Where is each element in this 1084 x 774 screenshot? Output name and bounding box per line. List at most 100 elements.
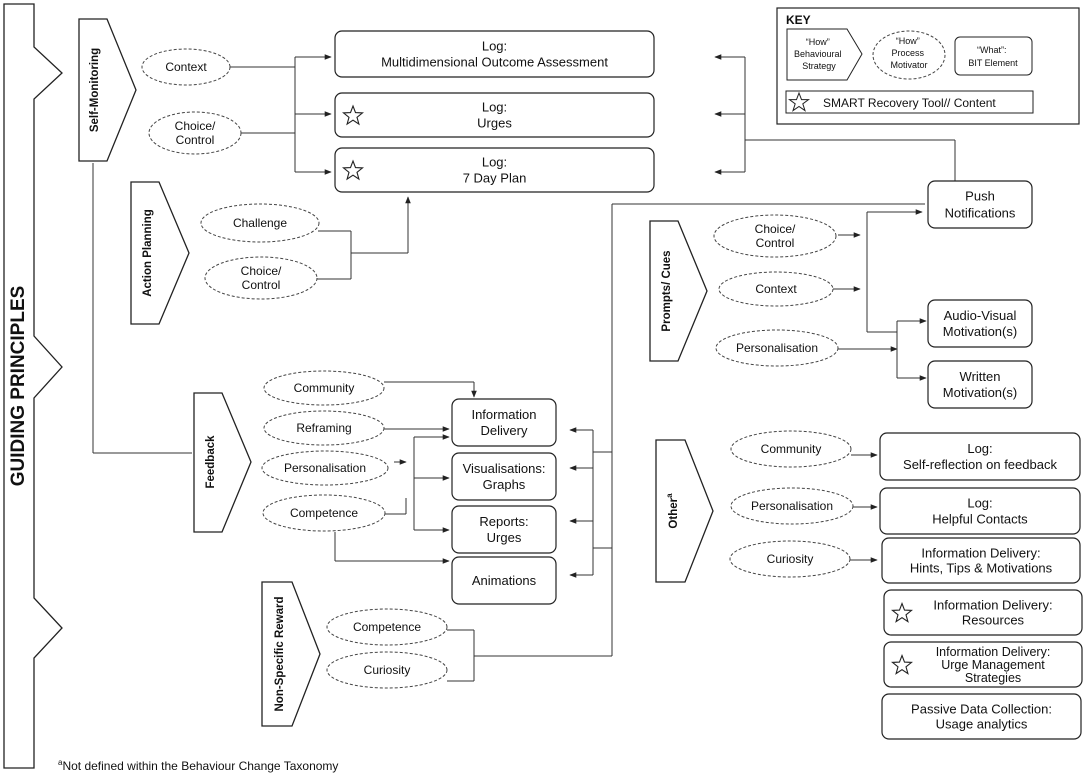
motivator-nsr-competence: Competence: [326, 608, 448, 646]
element-hints: Information Delivery:Hints, Tips & Motiv…: [881, 537, 1081, 584]
svg-text:SMART Recovery Tool// Content: SMART Recovery Tool// Content: [823, 96, 996, 110]
svg-text:Prompts/ Cues: Prompts/ Cues: [661, 250, 673, 331]
svg-text:Othera: Othera: [665, 493, 680, 529]
svg-text:Feedback: Feedback: [205, 435, 217, 489]
other-superscript: a: [665, 493, 674, 498]
svg-text:Information Delivery:Resources: Information Delivery:Resources: [933, 598, 1052, 628]
svg-text:Log:Self-reflection on feedbac: Log:Self-reflection on feedback: [903, 441, 1057, 472]
element-log-multi: Log:Multidimensional Outcome Assessment: [334, 30, 655, 78]
svg-text:Community: Community: [761, 442, 822, 456]
element-self-reflection: Log:Self-reflection on feedback: [879, 432, 1081, 481]
star-icon: [342, 159, 364, 181]
element-helpful-contacts: Log:Helpful Contacts: [879, 487, 1081, 535]
svg-text:“What”: BIT Element: “What”: BIT Element: [968, 45, 1018, 68]
star-icon: [891, 653, 913, 675]
svg-text:Challenge: Challenge: [233, 216, 287, 230]
motivator-pc-context: Context: [718, 271, 834, 307]
svg-text:Passive Data Collection:Usage: Passive Data Collection:Usage analytics: [911, 702, 1052, 732]
motivator-fb-competence: Competence: [262, 494, 386, 532]
element-log-7day: Log:7 Day Plan: [334, 147, 655, 193]
svg-text:“How” Behavioural: “How” Behavioural Strategy: [794, 37, 844, 71]
svg-text:Personalisation: Personalisation: [736, 341, 818, 355]
svg-text:Log:Urges: Log:Urges: [477, 100, 512, 131]
motivator-nsr-curiosity: Curiosity: [326, 651, 448, 689]
strategy-prompts-cues: Prompts/ Cues: [649, 220, 708, 362]
svg-text:Community: Community: [294, 381, 355, 395]
motivator-ap-challenge: Challenge: [200, 203, 320, 243]
star-icon: [342, 104, 364, 126]
key-panel: KEY “How” Behavioural Strategy “How” Pro…: [776, 7, 1080, 125]
footnote: aNot defined within the Behaviour Change…: [58, 758, 338, 773]
key-motivator-shape: “How” Process Motivator: [872, 30, 946, 80]
svg-text:“How” Process: “How” Process Motivator: [890, 36, 927, 70]
connectors: [92, 54, 956, 682]
strategy-feedback: Feedback: [193, 392, 252, 533]
svg-text:Context: Context: [755, 282, 797, 296]
guiding-principles-label: GUIDING PRINCIPLES: [8, 286, 29, 487]
motivator-fb-reframing: Reframing: [263, 410, 385, 446]
svg-text:Context: Context: [165, 60, 207, 74]
star-icon: [787, 91, 811, 112]
element-log-urges: Log:Urges: [334, 92, 655, 138]
svg-text:Choice/Control: Choice/Control: [175, 119, 216, 147]
element-resources: Information Delivery:Resources: [883, 589, 1083, 636]
motivator-fb-personalisation: Personalisation: [261, 450, 389, 486]
svg-text:Personalisation: Personalisation: [284, 461, 366, 475]
strategy-self-monitoring: Self-Monitoring: [78, 18, 137, 162]
svg-text:Competence: Competence: [290, 506, 358, 520]
svg-text:Information Delivery:Hints, Ti: Information Delivery:Hints, Tips & Motiv…: [910, 546, 1053, 576]
footnote-marker: a: [58, 758, 63, 767]
svg-text:Personalisation: Personalisation: [751, 499, 833, 513]
process-motivators: ContextChoice/ControlChallengeChoice/Con…: [141, 48, 854, 689]
element-reports: Reports:Urges: [451, 505, 557, 554]
strategy-non-specific-reward: Non-Specific Reward: [261, 581, 321, 727]
motivator-pc-choice: Choice/Control: [713, 214, 837, 258]
star-icon: [891, 601, 913, 623]
svg-text:Choice/Control: Choice/Control: [241, 264, 282, 292]
svg-text:Animations: Animations: [472, 573, 537, 588]
element-passive: Passive Data Collection:Usage analytics: [881, 693, 1082, 740]
svg-text:Non-Specific Reward: Non-Specific Reward: [274, 596, 286, 711]
svg-text:Information Delivery:Urge Mana: Information Delivery:Urge ManagementStra…: [936, 645, 1051, 685]
strategy-other: Othera: [655, 439, 714, 583]
motivator-ot-personalisation: Personalisation: [730, 487, 854, 525]
motivator-sm-choice: Choice/Control: [148, 111, 242, 155]
element-animations: Animations: [451, 556, 557, 605]
element-visualisations: Visualisations:Graphs: [451, 452, 557, 501]
svg-text:Competence: Competence: [353, 620, 421, 634]
svg-text:Visualisations:Graphs: Visualisations:Graphs: [463, 461, 546, 492]
svg-text:Curiosity: Curiosity: [364, 663, 411, 677]
key-title: KEY: [786, 13, 811, 27]
key-element-shape: “What”: BIT Element: [954, 36, 1033, 76]
strategy-action-planning: Action Planning: [130, 181, 190, 325]
motivator-ot-community: Community: [730, 430, 852, 468]
motivator-sm-context: Context: [141, 48, 231, 86]
svg-text:Self-Monitoring: Self-Monitoring: [89, 48, 101, 132]
key-smart-item: SMART Recovery Tool// Content: [785, 90, 1034, 114]
svg-text:Log:7 Day Plan: Log:7 Day Plan: [463, 155, 527, 186]
motivator-pc-personalisation: Personalisation: [715, 329, 839, 367]
svg-text:Reports:Urges: Reports:Urges: [479, 514, 528, 545]
guiding-principles-bar: GUIDING PRINCIPLES: [3, 3, 63, 769]
svg-text:Choice/Control: Choice/Control: [755, 222, 796, 250]
svg-text:Curiosity: Curiosity: [767, 552, 814, 566]
svg-text:Action Planning: Action Planning: [142, 209, 154, 297]
svg-text:Log:Helpful Contacts: Log:Helpful Contacts: [932, 496, 1028, 527]
motivator-fb-community: Community: [263, 370, 385, 406]
svg-text:Reframing: Reframing: [296, 421, 351, 435]
motivator-ot-curiosity: Curiosity: [729, 540, 851, 578]
key-strategy-shape: “How” Behavioural Strategy: [786, 28, 863, 81]
motivator-ap-choice: Choice/Control: [204, 256, 318, 300]
bit-elements: Log:Multidimensional Outcome AssessmentL…: [334, 30, 1083, 740]
svg-text:Log:Multidimensional Outcome A: Log:Multidimensional Outcome Assessment: [381, 39, 608, 70]
